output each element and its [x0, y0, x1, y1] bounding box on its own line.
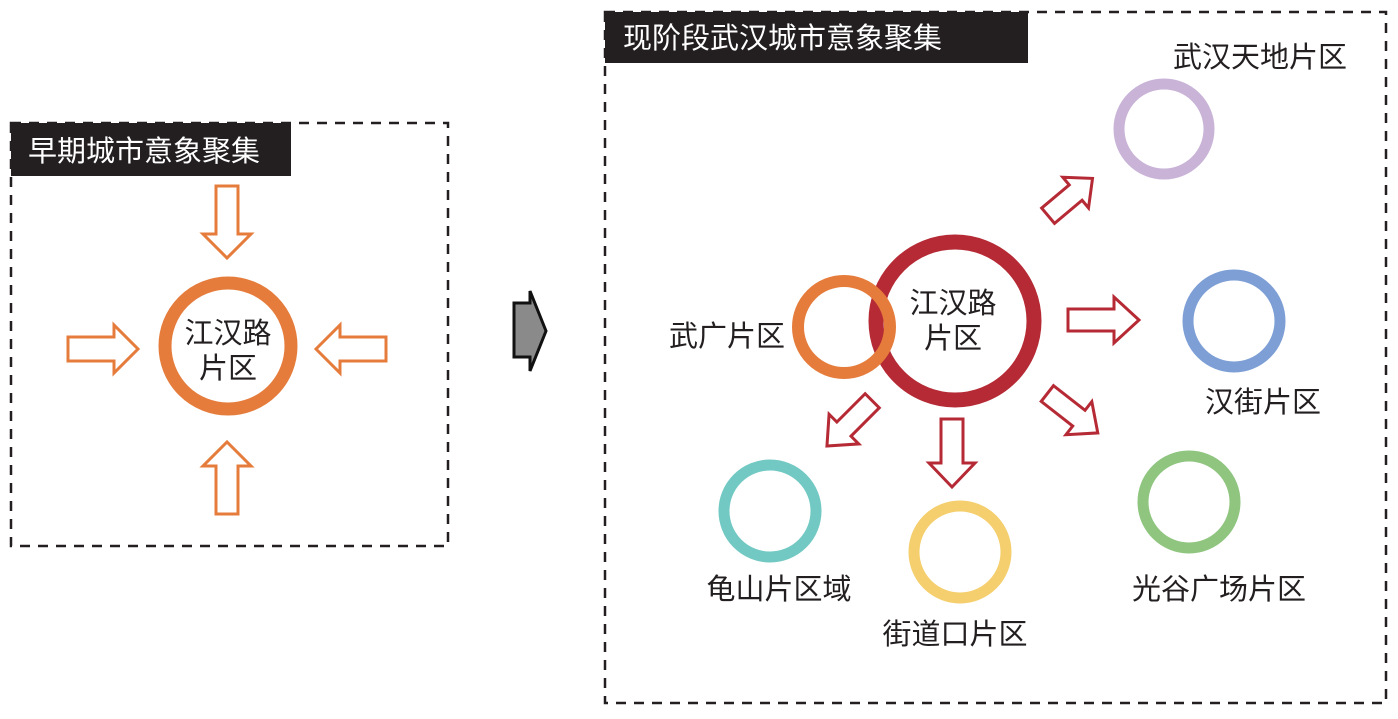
arrow-to-guishan-icon: [825, 391, 882, 448]
early-center-ring: [158, 276, 298, 416]
node-wuguang-ring: [792, 275, 896, 379]
current-title-bg: [605, 12, 1028, 63]
current-center-label-line2: 片区: [924, 321, 982, 355]
node-jiedaokou-ring: [908, 500, 1012, 604]
node-guanggu-label: 光谷广场片区: [1132, 572, 1306, 606]
early-center-label-line1: 江汉路: [184, 316, 271, 350]
node-wuhantiandi-ring: [1113, 78, 1215, 180]
node-hanjie-ring: [1182, 269, 1286, 373]
current-center-label-line1: 江汉路: [909, 286, 996, 320]
node-wuguang-label: 武广片区: [669, 319, 785, 353]
early-title-bg: [11, 123, 291, 176]
early-panel: 早期城市意象聚集 江汉路 片区: [9, 121, 450, 548]
current-title: 现阶段武汉城市意象聚集: [623, 21, 942, 55]
transition-arrow-icon: [512, 290, 548, 372]
current-panel-border: [603, 10, 1388, 705]
node-guishan-ring: [718, 459, 822, 563]
early-center-label-line2: 片区: [199, 351, 257, 385]
early-title: 早期城市意象聚集: [28, 134, 260, 168]
arrow-to-guanggu-icon: [1039, 383, 1100, 437]
arrow-from-bottom-icon: [199, 439, 255, 516]
node-jiedaokou-label: 街道口片区: [882, 617, 1027, 651]
arrow-from-right-icon: [313, 321, 388, 377]
node-guanggu-ring: [1137, 450, 1241, 554]
arrow-to-hanjie-icon: [1066, 293, 1142, 347]
arrow-to-wuhantiandi-icon: [1039, 175, 1095, 226]
node-guishan-label: 龟山片区域: [706, 572, 851, 606]
current-panel: 现阶段武汉城市意象聚集 江汉路 片区 武广片区 武汉天地片区 汉街片区 光谷广场…: [603, 10, 1388, 705]
arrow-from-left-icon: [66, 321, 141, 377]
arrow-to-jiedaokou-icon: [925, 417, 979, 490]
node-hanjie-label: 汉街片区: [1205, 385, 1321, 419]
arrow-from-top-icon: [199, 184, 255, 261]
current-center-ring: [868, 234, 1042, 408]
node-wuhantiandi-label: 武汉天地片区: [1173, 40, 1347, 74]
